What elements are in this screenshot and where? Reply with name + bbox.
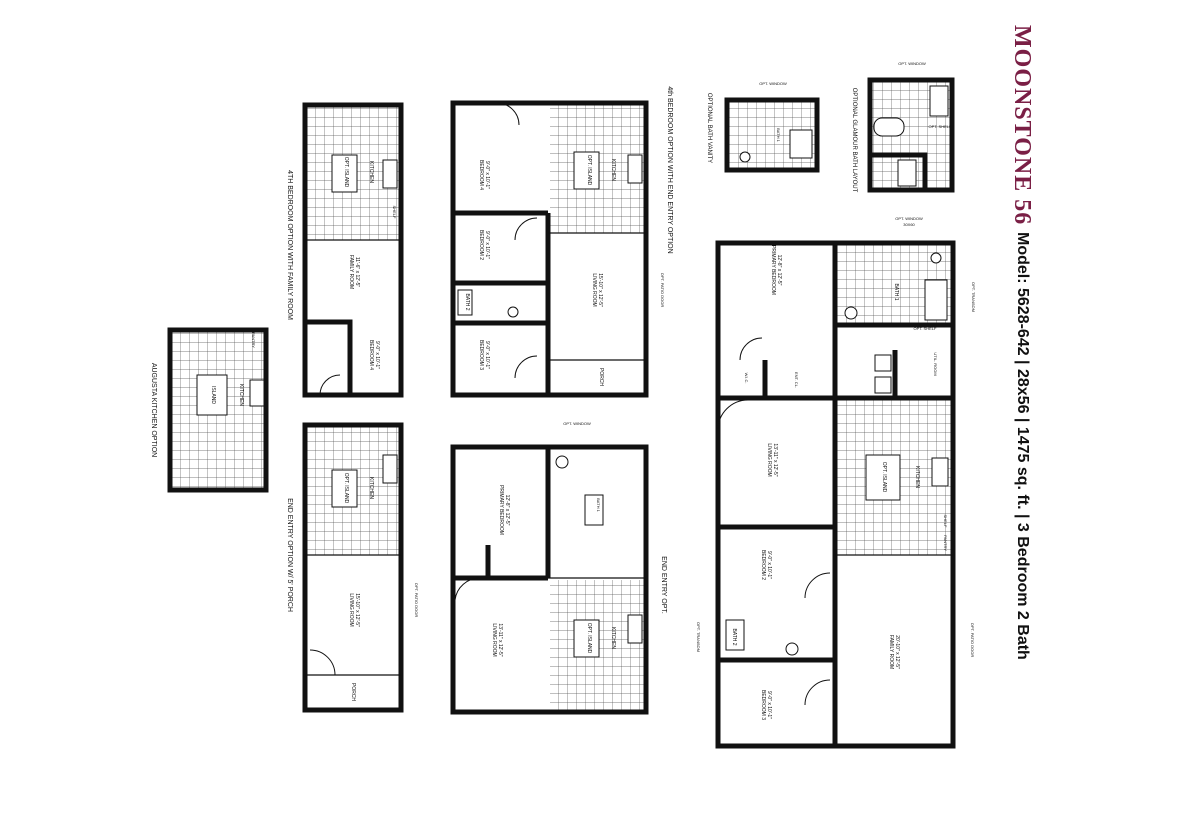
- label-kitchen-a: KITCHEN: [368, 161, 374, 183]
- label-bedroom4-a-size: 9'-0" x 10'-1": [374, 341, 380, 369]
- label-family-room-a: FAMILY ROOM: [348, 255, 354, 289]
- label-family-room: FAMILY ROOM: [888, 635, 894, 669]
- label-bath1: BATH 1: [893, 283, 899, 300]
- label-kitchen-augusta: KITCHEN: [238, 384, 244, 406]
- label-island: ISLAND: [210, 386, 216, 404]
- label-primary-bedroom-d: PRIMARY BEDROOM: [498, 485, 504, 535]
- label-bedroom3: BEDROOM 3: [760, 690, 766, 720]
- caption-optional-glamour-bath: OPTIONAL GLAMOUR BATH LAYOUT: [851, 88, 857, 193]
- label-kitchen-b: KITCHEN: [368, 477, 374, 499]
- label-family-room-a-size: 11'-6" x 12'-5": [354, 257, 360, 288]
- label-bedroom2-c: BEDROOM 2: [478, 230, 484, 260]
- label-opt-transom-main: OPT. TRANSOM: [971, 282, 976, 312]
- label-living-room-d: LIVING ROOM: [491, 623, 497, 656]
- label-bath1-d: BATH 1: [596, 498, 601, 512]
- label-bath2: BATH 2: [731, 628, 737, 645]
- label-family-room-size: 20'-10" x 12'-5": [894, 635, 900, 669]
- label-living-room-b-size: 15'-10" x 12'-5": [354, 593, 360, 627]
- label-ent-cl: ENT. CL.: [794, 372, 799, 388]
- label-primary-bedroom-size: 12'-8" x 12'-5": [776, 255, 782, 286]
- title-block: MOONSTONE 56 Model: 5628-642 | 28x56 | 1…: [1009, 25, 1035, 660]
- label-opt-transom-bath2: OPT. TRANSOM: [696, 622, 701, 652]
- label-shelf: SHELF: [943, 515, 948, 528]
- label-living-room-b: LIVING ROOM: [348, 593, 354, 626]
- label-living-room-d-size: 13'-11" x 12'-5": [497, 623, 503, 656]
- label-bedroom3-c: BEDROOM 3: [478, 340, 484, 370]
- main-floor-plan: PRIMARY BEDROOM 12'-8" x 12'-5" BATH 1 U…: [696, 216, 976, 749]
- model-details: Model: 5628-642 | 28x56 | 1475 sq. ft. |…: [1014, 232, 1031, 660]
- label-living-room-size: 13'-11" x 12'-5": [772, 443, 778, 476]
- end-entry-porch-option: END ENTRY OPTION W/ 5' PORCH OPT. ISLAND…: [286, 422, 419, 713]
- label-opt-island-c: OPT. ISLAND: [586, 155, 592, 186]
- label-opt-patio-door-c: OPT. PATIO DOOR: [660, 273, 665, 308]
- optional-glamour-bath: OPTIONAL GLAMOUR BATH LAYOUT OPT. WINDOW…: [851, 61, 955, 193]
- caption-fourth-bedroom-family: 4TH BEDROOM OPTION WITH FAMILY ROOM: [286, 170, 293, 320]
- caption-fourth-bedroom-end-entry: 4th BEDROOM OPTION WITH END ENTRY OPTION: [666, 86, 673, 253]
- label-kitchen-c: KITCHEN: [610, 159, 616, 181]
- label-opt-island: OPT. ISLAND: [881, 462, 887, 493]
- label-bedroom3-c-size: 9'-0" x 10'-1": [484, 341, 490, 369]
- label-living-room-c-size: 15'-10" x 12'-5": [597, 273, 603, 307]
- label-bedroom2: BEDROOM 2: [760, 550, 766, 580]
- optional-bath-vanity: OPTIONAL BATH VANITY BATH 1 OPT. WINDOW: [706, 81, 820, 173]
- label-opt-window-glamour: OPT. WINDOW: [898, 61, 926, 66]
- label-porch-c: PORCH: [598, 368, 604, 386]
- label-pantry: PANTRY: [943, 535, 948, 551]
- label-bath1-vanity: BATH 1: [776, 128, 781, 142]
- label-opt-window-d: OPT. WINDOW: [563, 421, 591, 426]
- fourth-bedroom-end-entry-option: 4th BEDROOM OPTION WITH END ENTRY OPTION…: [450, 86, 673, 398]
- label-window-size-main: 30X60: [903, 222, 915, 227]
- label-opt-patio-door-b: OPT. PATIO DOOR: [414, 583, 419, 618]
- label-wic: W.I.C.: [744, 373, 749, 384]
- label-opt-island-d: OPT. ISLAND: [586, 623, 592, 654]
- caption-end-entry: END ENTRY OPT.: [660, 556, 667, 614]
- label-shelf-a: SHELF: [392, 206, 397, 219]
- label-kitchen-d: KITCHEN: [610, 627, 616, 649]
- label-opt-island-b: OPT. ISLAND: [343, 473, 349, 504]
- label-bath2-c: BATH 2: [464, 293, 470, 310]
- label-bedroom4-c-size: 9'-0" x 10'-1": [484, 161, 490, 189]
- label-opt-window-main: OPT. WINDOW: [895, 216, 923, 221]
- caption-optional-bath-vanity: OPTIONAL BATH VANITY: [706, 93, 712, 163]
- label-kitchen: KITCHEN: [914, 466, 920, 488]
- label-opt-island-a: OPT. ISLAND: [343, 157, 349, 188]
- label-opt-patio-door-main: OPT. PATIO DOOR: [970, 623, 975, 658]
- brand-title: MOONSTONE 56: [1009, 25, 1035, 225]
- label-bedroom3-size: 9'-0" x 10'-1": [766, 691, 772, 719]
- label-bedroom4-a: BEDROOM 4: [368, 340, 374, 370]
- label-living-room-c: LIVING ROOM: [591, 273, 597, 306]
- label-pantry-augusta: PANTRY: [251, 332, 256, 348]
- label-bedroom2-size: 9'-0" x 10'-1": [766, 551, 772, 579]
- label-primary-bedroom-d-size: 12'-8" x 12'-5": [504, 495, 510, 526]
- augusta-kitchen-option: AUGUSTA KITCHEN OPTION ISLAND KITCHEN PA…: [150, 327, 269, 493]
- fourth-bedroom-family-option: 4TH BEDROOM OPTION WITH FAMILY ROOM OPT.…: [286, 102, 404, 398]
- label-utility: UTIL. ROOM: [933, 352, 938, 375]
- label-bedroom4-c: BEDROOM 4: [478, 160, 484, 190]
- caption-end-entry-porch: END ENTRY OPTION W/ 5' PORCH: [286, 498, 293, 612]
- caption-augusta-kitchen: AUGUSTA KITCHEN OPTION: [150, 363, 157, 457]
- label-porch-b: PORCH: [350, 683, 356, 701]
- label-opt-shelf-glamour: OPT. SHELF: [929, 124, 952, 129]
- label-opt-shelf: OPT. SHELF: [914, 326, 937, 331]
- label-living-room: LIVING ROOM: [766, 443, 772, 476]
- label-bedroom2-c-size: 9'-0" x 10'-1": [484, 231, 490, 259]
- label-primary-bedroom: PRIMARY BEDROOM: [770, 245, 776, 295]
- label-opt-window-vanity: OPT. WINDOW: [759, 81, 787, 86]
- end-entry-option: END ENTRY OPT. PRIMARY BEDROOM 12'-8" x …: [450, 421, 667, 715]
